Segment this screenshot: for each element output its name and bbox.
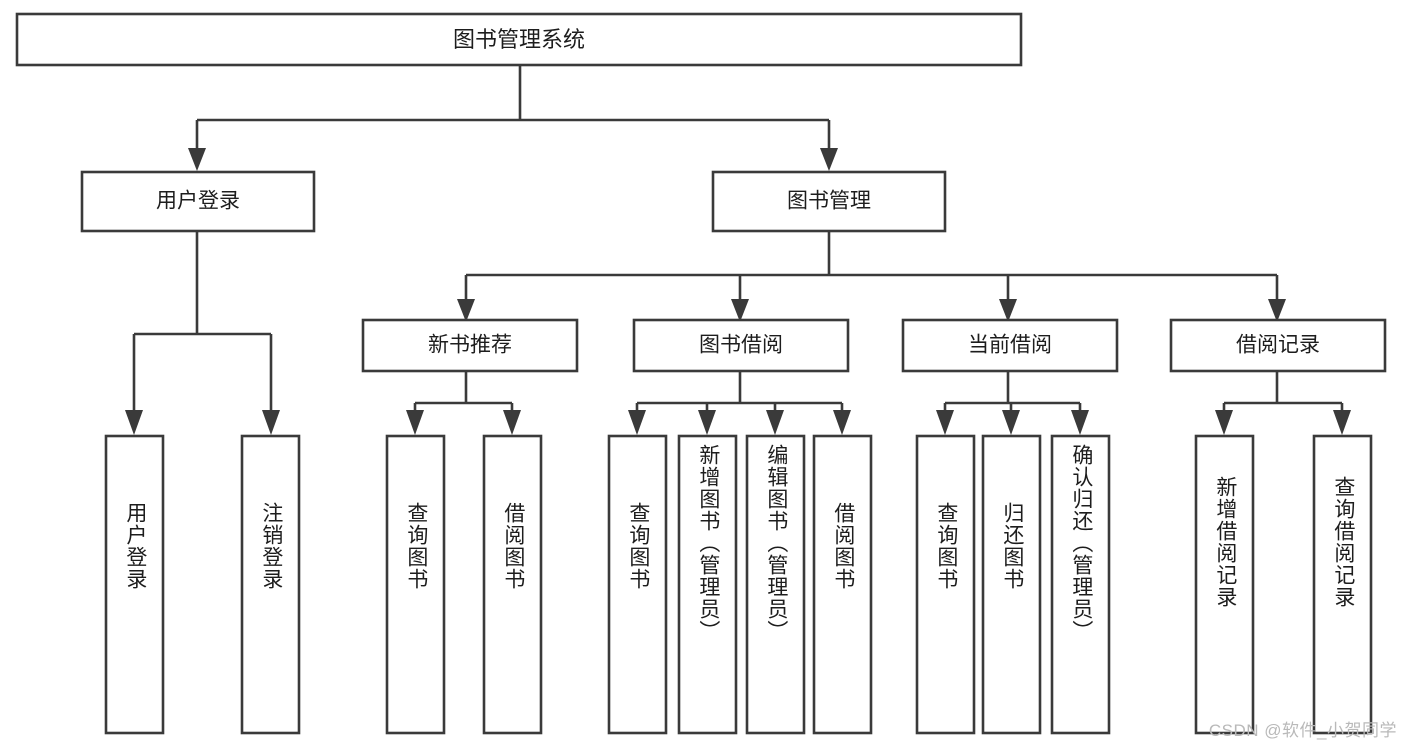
arrow-head-br-leaf-1 xyxy=(1215,410,1233,435)
leaf-box-nbr-borrow-book[interactable] xyxy=(482,434,543,735)
leaf-group-user-login xyxy=(104,434,301,735)
node-new-book-recommend-box[interactable] xyxy=(361,318,579,373)
arrow-head-bb-leaf-2 xyxy=(698,410,716,435)
arrow-head-user-login xyxy=(188,148,206,171)
node-book-borrow[interactable]: 图书借阅 xyxy=(632,318,850,373)
arrow-head-bb-leaf-3 xyxy=(766,410,784,435)
node-borrow-record-box[interactable] xyxy=(1169,318,1387,373)
arrow-head-leaf-logout xyxy=(262,410,280,435)
arrow-head-leaf-user-login xyxy=(125,410,143,435)
node-new-book-recommend-label: 新书推荐 xyxy=(428,334,512,357)
node-root[interactable]: 图书管理系统 xyxy=(15,12,1023,67)
arrow-head-cb-leaf-2 xyxy=(1002,410,1020,435)
arrow-head-book-borrow xyxy=(731,299,749,322)
node-user-login-label: 用户登录 xyxy=(156,190,240,213)
node-root-label: 图书管理系统 xyxy=(453,27,585,52)
arrow-head-nbr-leaf-1 xyxy=(406,410,424,435)
node-book-manage-box[interactable] xyxy=(711,170,947,233)
arrow-head-book-manage xyxy=(820,148,838,171)
node-borrow-record[interactable]: 借阅记录 xyxy=(1169,318,1387,373)
arrow-head-cb-leaf-3 xyxy=(1071,410,1089,435)
leaf-box-bb-edit-book[interactable] xyxy=(745,434,806,735)
arrow-head-br-leaf-2 xyxy=(1333,410,1351,435)
leaf-box-bb-add-book[interactable] xyxy=(677,434,738,735)
leaf-box-nbr-query-book[interactable] xyxy=(385,434,446,735)
leaf-box-cb-query-book[interactable] xyxy=(915,434,976,735)
csdn-watermark: CSDN @软件_小贺同学 xyxy=(1208,721,1397,740)
node-root-box[interactable] xyxy=(15,12,1023,67)
leaf-box-cb-return-book[interactable] xyxy=(981,434,1042,735)
leaf-box-br-query-record[interactable] xyxy=(1312,434,1373,735)
leaf-box-cb-confirm-return[interactable] xyxy=(1050,434,1111,735)
arrow-head-bb-leaf-4 xyxy=(833,410,851,435)
leaf-group-current-borrow xyxy=(915,434,1111,735)
leaf-box-bb-query-book[interactable] xyxy=(607,434,668,735)
leaf-box-bb-borrow-book[interactable] xyxy=(812,434,873,735)
node-book-borrow-label: 图书借阅 xyxy=(699,334,783,357)
node-new-book-recommend[interactable]: 新书推荐 xyxy=(361,318,579,373)
connector-group-book-manage xyxy=(457,232,1286,322)
connector-group-book-borrow xyxy=(628,372,851,435)
arrow-head-nbr-leaf-2 xyxy=(503,410,521,435)
node-current-borrow-label: 当前借阅 xyxy=(968,334,1052,357)
node-user-login[interactable]: 用户登录 xyxy=(80,170,316,233)
connector-group-root xyxy=(188,66,838,171)
node-book-manage-label: 图书管理 xyxy=(787,190,871,213)
arrow-head-borrow-record xyxy=(1268,299,1286,322)
leaf-box-user-login[interactable] xyxy=(104,434,165,735)
leaf-group-new-book-recommend xyxy=(385,434,543,735)
arrow-head-new-book-recommend xyxy=(457,299,475,322)
connector-group-new-book-recommend xyxy=(406,372,521,435)
node-book-manage[interactable]: 图书管理 xyxy=(711,170,947,233)
arrow-head-current-borrow xyxy=(999,299,1017,322)
node-book-borrow-box[interactable] xyxy=(632,318,850,373)
arrow-head-cb-leaf-1 xyxy=(936,410,954,435)
node-current-borrow-box[interactable] xyxy=(901,318,1119,373)
node-current-borrow[interactable]: 当前借阅 xyxy=(901,318,1119,373)
leaf-group-borrow-record xyxy=(1194,434,1373,735)
leaf-box-br-add-record[interactable] xyxy=(1194,434,1255,735)
connector-group-user-login xyxy=(125,232,280,435)
node-borrow-record-label: 借阅记录 xyxy=(1236,334,1320,357)
connector-group-borrow-record xyxy=(1215,372,1351,435)
leaf-box-logout[interactable] xyxy=(240,434,301,735)
arrow-head-bb-leaf-1 xyxy=(628,410,646,435)
node-user-login-box[interactable] xyxy=(80,170,316,233)
connector-group-current-borrow xyxy=(936,372,1089,435)
leaf-group-book-borrow xyxy=(607,434,873,735)
